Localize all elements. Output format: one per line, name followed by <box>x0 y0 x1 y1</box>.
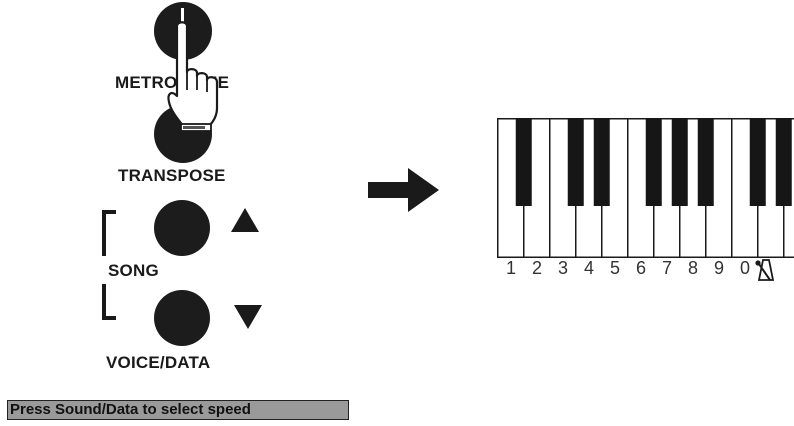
triangle-up-icon <box>231 208 259 232</box>
key-number: 1 <box>505 258 516 278</box>
key-number: 9 <box>713 258 724 278</box>
keyboard <box>497 118 794 258</box>
song-label: SONG <box>108 261 159 280</box>
voice-data-button[interactable] <box>154 290 210 346</box>
black-key[interactable] <box>671 118 688 206</box>
song-bracket <box>102 210 116 320</box>
key-number: 0 <box>739 258 750 278</box>
arrow-right-icon <box>368 168 439 212</box>
status-bar: Press Sound/Data to select speed <box>7 400 349 420</box>
black-key[interactable] <box>775 118 792 206</box>
key-number: 2 <box>531 258 542 278</box>
black-key[interactable] <box>593 118 610 206</box>
song-up-button[interactable] <box>154 200 210 256</box>
black-key[interactable] <box>567 118 584 206</box>
key-number: 6 <box>635 258 646 278</box>
key-number: 7 <box>661 258 672 278</box>
black-key[interactable] <box>515 118 532 206</box>
key-number: 3 <box>557 258 568 278</box>
transpose-label: TRANSPOSE <box>118 166 226 185</box>
key-number: 5 <box>609 258 620 278</box>
pointing-hand-icon <box>167 21 219 132</box>
key-number: 8 <box>687 258 698 278</box>
triangle-down-icon <box>234 305 262 329</box>
key-number: 4 <box>583 258 594 278</box>
black-key[interactable] <box>697 118 714 206</box>
metronome-icon <box>755 259 775 281</box>
voice-data-label: VOICE/DATA <box>106 353 211 372</box>
black-key[interactable] <box>749 118 766 206</box>
black-key[interactable] <box>645 118 662 206</box>
